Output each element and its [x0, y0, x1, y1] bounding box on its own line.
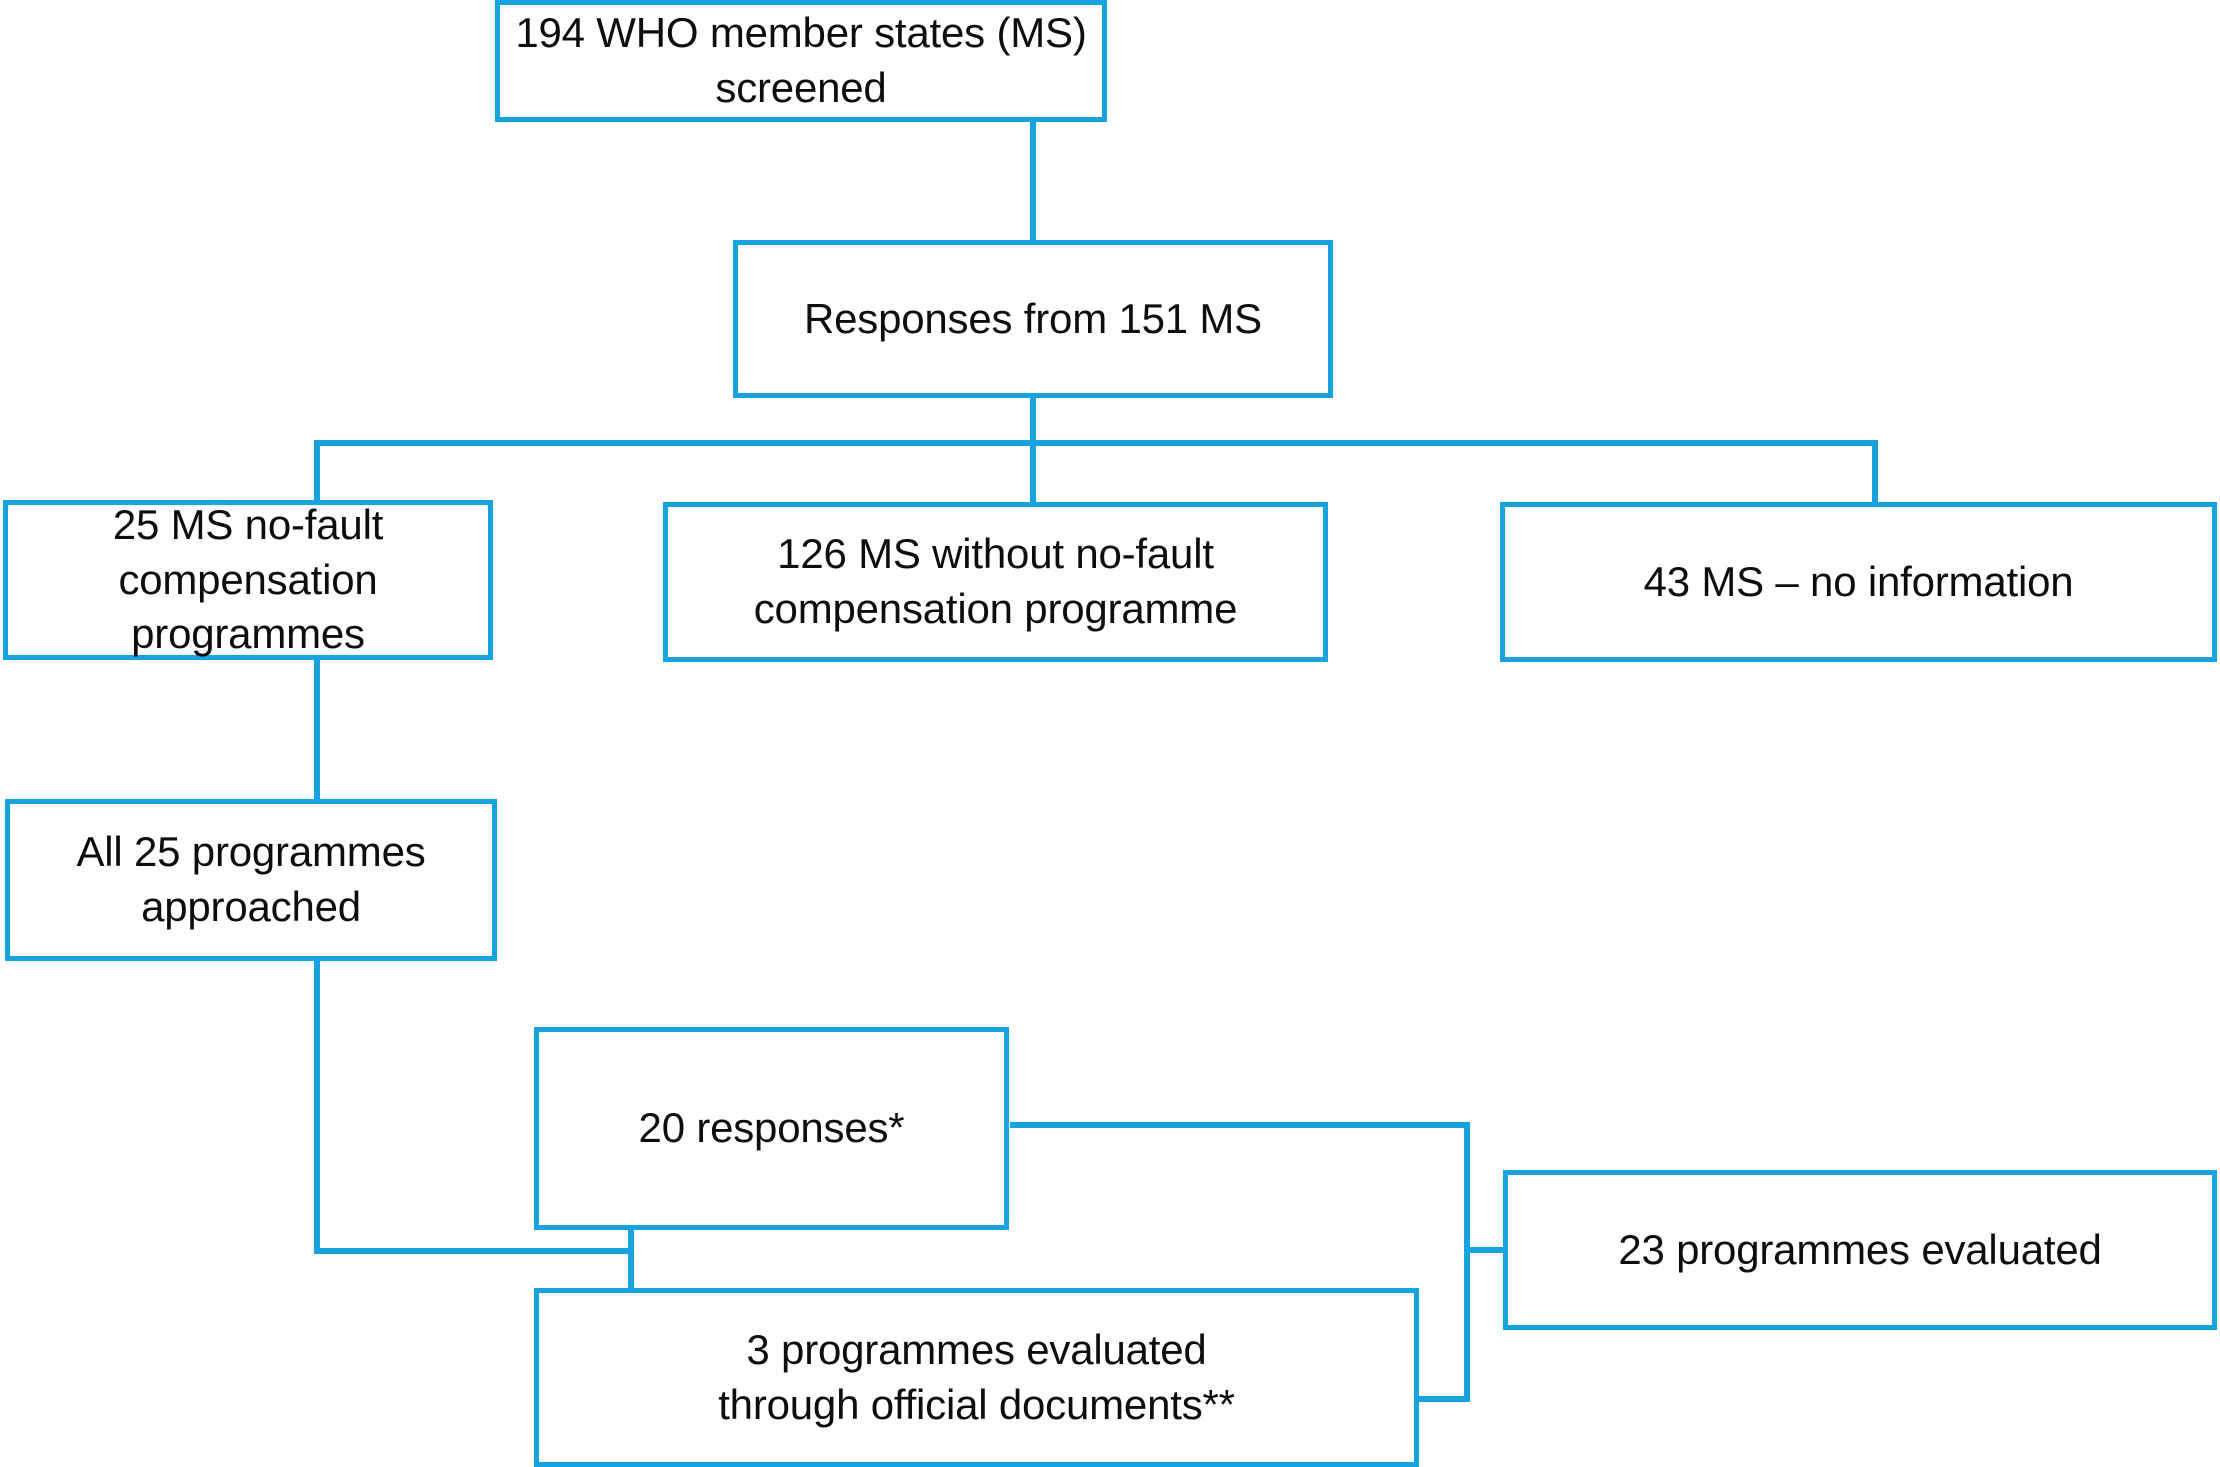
node-official-documents[interactable]: 3 programmes evaluated through official … — [534, 1288, 1419, 1467]
edge-right-bracket-vertical — [1464, 1122, 1470, 1402]
edge-approached-down-vertical — [314, 959, 320, 1250]
node-responses[interactable]: Responses from 151 MS — [733, 240, 1333, 398]
edge-left-bracket-vertical — [628, 1122, 634, 1376]
edge-bus-to-no-information-vertical — [1872, 440, 1878, 504]
edge-right-bracket-upper-horizontal — [1164, 1122, 1470, 1128]
edge-approached-to-bracket-horizontal — [314, 1248, 634, 1254]
node-responses-label: Responses from 151 MS — [803, 294, 1262, 342]
edge-responses-20-to-right-bracket-horizontal — [1010, 1122, 1170, 1128]
node-without-programme-label: 126 MS without no-fault compensation pro… — [753, 530, 1238, 632]
edge-responses-to-bus-vertical — [1030, 396, 1036, 444]
node-approached[interactable]: All 25 programmes approached — [5, 799, 497, 961]
node-official-documents-label: 3 programmes evaluated through official … — [718, 1325, 1235, 1428]
node-no-information[interactable]: 43 MS – no information — [1500, 502, 2217, 662]
node-responses-20-label: 20 responses* — [638, 1104, 905, 1152]
node-screened-label: 194 WHO member states (MS) screened — [515, 9, 1087, 111]
node-no-information-label: 43 MS – no information — [1643, 557, 2074, 605]
node-approached-label: All 25 programmes approached — [76, 828, 426, 930]
node-evaluated-23-label: 23 programmes evaluated — [1618, 1225, 2102, 1273]
edge-bus-to-with-programme-vertical — [314, 440, 320, 502]
edge-right-bracket-to-evaluated-horizontal — [1464, 1247, 1524, 1253]
node-without-programme[interactable]: 126 MS without no-fault compensation pro… — [663, 502, 1328, 662]
node-evaluated-23[interactable]: 23 programmes evaluated — [1503, 1170, 2217, 1330]
edge-official-documents-to-right-bracket-horizontal — [1416, 1396, 1470, 1402]
edge-bus-to-without-programme-vertical — [1030, 440, 1036, 504]
edge-screened-to-responses-vertical — [1030, 120, 1036, 242]
node-with-programme-label: 25 MS no-fault compensation programmes — [112, 501, 384, 658]
node-screened[interactable]: 194 WHO member states (MS) screened — [495, 0, 1107, 122]
edge-with-programme-to-approached-vertical — [314, 658, 320, 801]
node-responses-20[interactable]: 20 responses* — [534, 1027, 1009, 1230]
edge-three-way-bus-horizontal — [314, 440, 1878, 446]
node-with-programme[interactable]: 25 MS no-fault compensation programmes — [3, 500, 493, 660]
